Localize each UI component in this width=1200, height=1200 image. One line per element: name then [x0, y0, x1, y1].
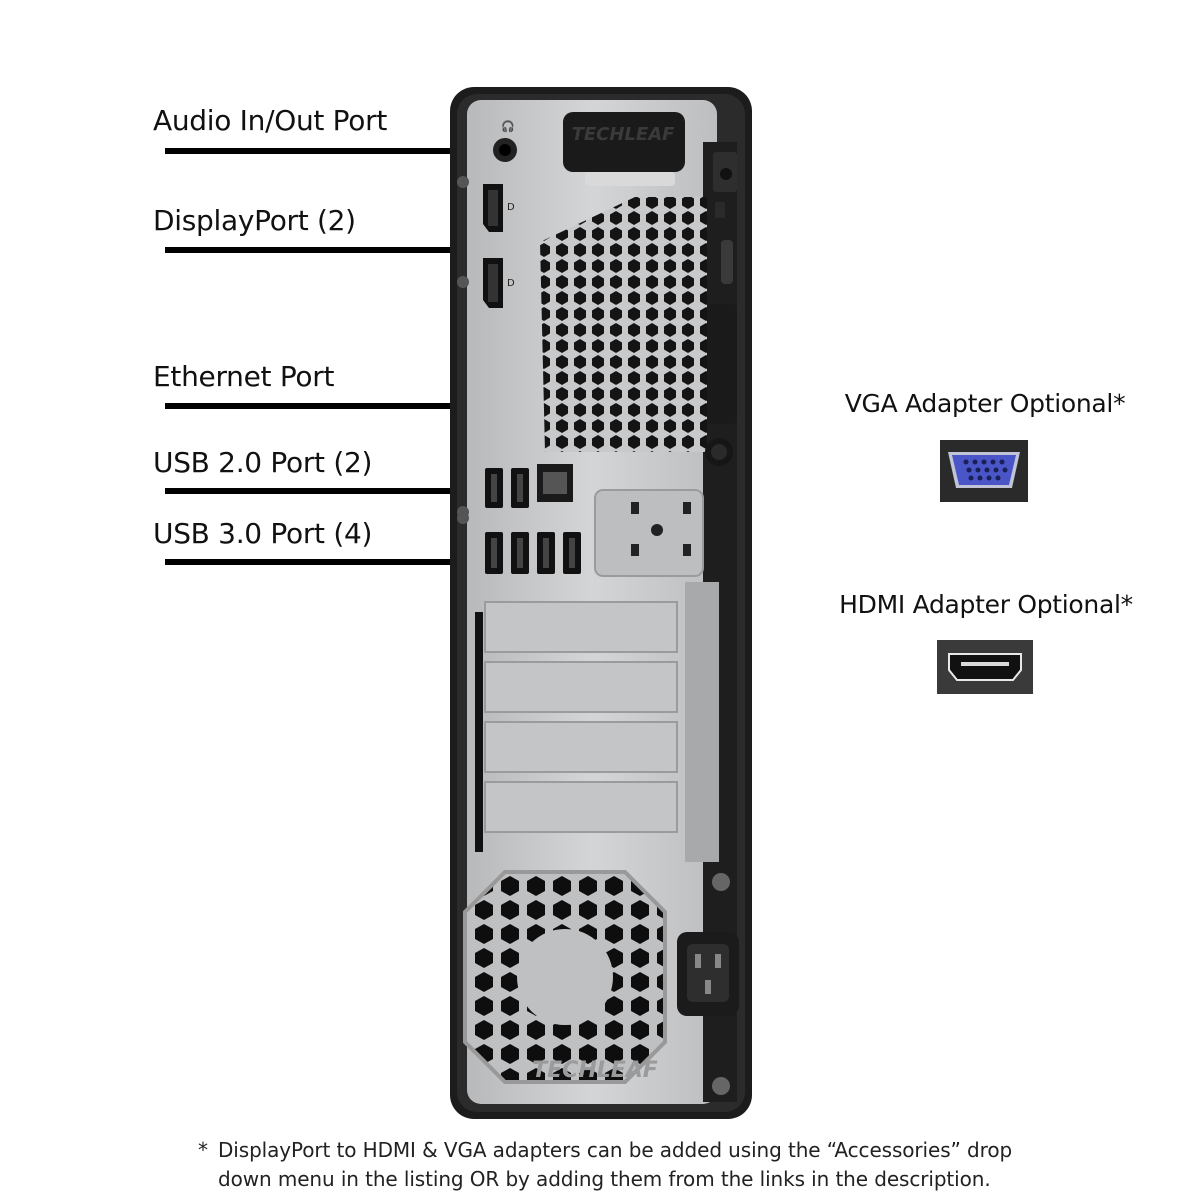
expansion-slots — [475, 582, 719, 862]
svg-text:🎧: 🎧 — [501, 120, 515, 133]
vga-adapter-label: VGA Adapter Optional* — [844, 389, 1126, 418]
displayport-label: DisplayPort (2) — [153, 204, 356, 237]
svg-text:D: D — [507, 278, 515, 289]
ethernet-leader-line — [165, 403, 554, 409]
footnote: * DisplayPort to HDMI & VGA adapters can… — [198, 1136, 1012, 1194]
ethernet-port-icon — [537, 464, 573, 502]
fan-grille-icon — [463, 870, 667, 1084]
usb2-port-label: USB 2.0 Port (2) — [153, 446, 373, 479]
footnote-line-1: DisplayPort to HDMI & VGA adapters can b… — [218, 1138, 1013, 1162]
audio-port-icon: 🎧 — [493, 120, 517, 162]
footnote-star: * — [198, 1138, 208, 1162]
pc-rear-panel: TECHLEAF 🎧 D D — [450, 87, 752, 1119]
usb2-leader-line — [165, 488, 478, 494]
usb3-port-label: USB 3.0 Port (4) — [153, 517, 373, 550]
footnote-line-2: down menu in the listing OR by adding th… — [218, 1167, 991, 1191]
displayport-leader-line — [165, 247, 478, 253]
vent-grille — [540, 197, 707, 452]
audio-leader-line — [165, 148, 478, 154]
audio-port-label: Audio In/Out Port — [153, 104, 387, 137]
power-socket-icon — [677, 932, 739, 1016]
vga-connector-icon — [940, 440, 1028, 502]
usb-port-icon — [485, 468, 581, 574]
svg-text:D: D — [507, 202, 515, 213]
watermark-bottom: TECHLEAF — [532, 1058, 658, 1083]
watermark-top: TECHLEAF — [572, 124, 676, 145]
hdmi-connector-icon — [937, 640, 1033, 694]
displayport-icon: D D — [483, 184, 515, 308]
ethernet-port-label: Ethernet Port — [153, 360, 335, 393]
hdmi-adapter-label: HDMI Adapter Optional* — [839, 590, 1133, 619]
top-latch — [563, 112, 685, 172]
usb3-leader-line — [165, 559, 478, 565]
